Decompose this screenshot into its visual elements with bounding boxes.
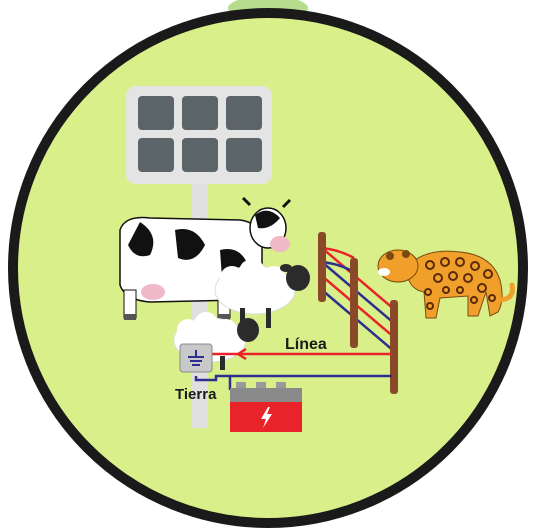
sheep [214,259,310,328]
solar-cell [226,96,262,130]
solar-panel [126,86,272,184]
lightning-bolt-icon [261,407,272,428]
line-label: Línea [285,336,327,353]
ground-wire [194,374,392,382]
ground-label: Tierra [175,386,217,403]
fence-post [390,300,398,394]
ground-symbol-icon [188,350,204,366]
fence-post [350,258,358,348]
solar-cell [138,138,174,172]
cow [119,196,292,320]
fence-posts [318,232,398,394]
battery [230,382,302,432]
energizer [179,343,213,373]
fence-post [318,232,326,302]
solar-cell [138,96,174,130]
solar-cell [182,138,218,172]
solar-cell [226,138,262,172]
solar-cell [182,96,218,130]
jaguar [377,249,515,319]
circuit-wires [194,347,392,390]
